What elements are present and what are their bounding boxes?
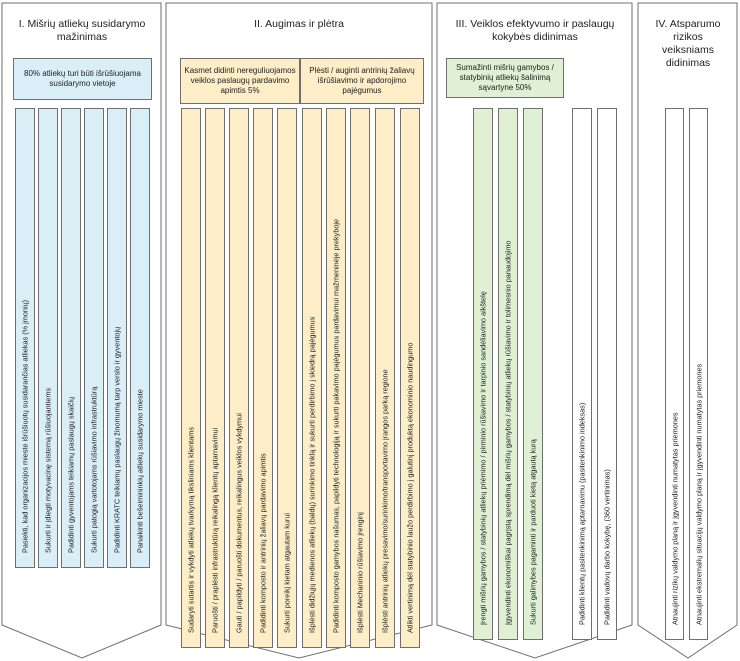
- task-text: Sudaryti sutartis ir vykdyti atliekų tva…: [186, 427, 196, 633]
- task-text: Padidinti komposto ir antrinių žaliavų p…: [258, 453, 268, 633]
- task-text: Gauti / papildyti / paruošti dokumentus,…: [234, 413, 244, 633]
- task-bar: Sukurti poreikį kietam atgautam kurui: [277, 108, 297, 648]
- task-bar: Padidinti komposto gamybos našumas, papi…: [326, 108, 346, 648]
- task-bar: Sukurti patogią vartotojams rūšiavimo in…: [84, 108, 104, 568]
- task-bar: Pasiekti, kad organizacijos mieste išrūš…: [15, 108, 35, 568]
- task-text: Padidinti gyventojams teikiamų paslaugų …: [66, 396, 76, 553]
- task-bar: Sukurti galimybes pagaminti ir parduoti …: [523, 108, 543, 640]
- task-text: Išplėsti Mechaninio rūšiavimo įrenginį: [355, 512, 365, 633]
- task-text: Atnaujinti ekstremalių situacijų valdymo…: [694, 363, 703, 625]
- task-bar: Panaikinti bešeimininkių atliekų susidar…: [130, 108, 150, 568]
- column-title-2: II. Augimas ir plėtra: [254, 18, 344, 30]
- task-bar: Išplėsti didžiųjų medienos atliekų (bald…: [302, 108, 322, 648]
- task-text: Sukurti poreikį kietam atgautam kurui: [282, 512, 292, 633]
- task-text: Atnaujinti rizikų valdymo planą ir įgyve…: [670, 412, 679, 625]
- task-bar: Sukurti ir įdiegti motyvacinę sistemą rū…: [38, 108, 58, 568]
- task-bar: Paruošti / praplėsti infrastruktūrą reik…: [205, 108, 225, 648]
- objective-box: Plėsti / auginti antrinių žaliavų išrūši…: [300, 58, 424, 104]
- column-title-4: IV. Atsparumo rizikos veiksniams didinim…: [655, 18, 721, 69]
- task-text: Paruošti / praplėsti infrastruktūrą reik…: [210, 427, 220, 633]
- task-bar: Padidinti klientų pasitenkinimą aptarnav…: [572, 108, 592, 640]
- task-bar: Išplėsti antrinių atliekų presavimo/suri…: [375, 108, 395, 648]
- task-text: Įrengti mišrių gamybos / statybinių atli…: [478, 291, 488, 625]
- task-bar: Padidinti gyventojams teikiamų paslaugų …: [61, 108, 81, 568]
- task-text: Sukurti galimybes pagaminti ir parduoti …: [528, 439, 538, 625]
- task-text: Padidinti komposto gamybos našumas, papi…: [331, 218, 341, 633]
- task-bar: Padidinti komposto ir antrinių žaliavų p…: [253, 108, 273, 648]
- objective-box: 80% atliekų turi būti išrūšiuojama susid…: [13, 58, 152, 100]
- task-bar: Atnaujinti rizikų valdymo planą ir įgyve…: [665, 108, 684, 640]
- task-text: Įgyvendinti ekonomiškai pagrįstą sprendi…: [503, 240, 513, 625]
- task-text: Atlikti vertinimą dėl statybinio laužo p…: [405, 342, 415, 633]
- task-text: Išplėsti antrinių atliekų presavimo/suri…: [380, 369, 390, 633]
- task-bar: Įgyvendinti ekonomiškai pagrįstą sprendi…: [498, 108, 518, 640]
- task-bar: Padidinti vadovų darbo kokybę, (360 vert…: [597, 108, 617, 640]
- task-text: Išplėsti didžiųjų medienos atliekų (bald…: [307, 316, 317, 633]
- task-bar: Gauti / papildyti / paruošti dokumentus,…: [229, 108, 249, 648]
- task-text: Sukurti ir įdiegti motyvacinę sistemą rū…: [43, 387, 53, 553]
- task-bar: Įrengti mišrių gamybos / statybinių atli…: [473, 108, 493, 640]
- objective-box: Sumažinti mišrių gamybos / statybinių at…: [446, 58, 564, 98]
- task-text: Padidinti klientų pasitenkinimą aptarnav…: [577, 402, 587, 625]
- task-bar: Išplėsti Mechaninio rūšiavimo įrenginį: [350, 108, 370, 648]
- task-text: Padidinti KRATC teikiamų paslaugų žinomu…: [112, 326, 122, 553]
- column-title-3: III. Veiklos efektyvumo ir paslaugų koky…: [455, 18, 615, 43]
- column-outline-4: [637, 2, 738, 659]
- task-bar: Atnaujinti ekstremalių situacijų valdymo…: [689, 108, 708, 640]
- task-bar: Sudaryti sutartis ir vykdyti atliekų tva…: [181, 108, 201, 648]
- task-bar: Atlikti vertinimą dėl statybinio laužo p…: [400, 108, 420, 648]
- task-bar: Padidinti KRATC teikiamų paslaugų žinomu…: [107, 108, 127, 568]
- column-title-1: I. Mišrių atliekų susidarymo mažinimas: [18, 18, 146, 43]
- objective-box: Kasmet didinti nereguliuojamos veiklos p…: [180, 58, 300, 104]
- task-text: Panaikinti bešeimininkių atliekų susidar…: [135, 389, 145, 553]
- task-text: Sukurti patogią vartotojams rūšiavimo in…: [89, 386, 99, 553]
- task-text: Pasiekti, kad organizacijos mieste išrūš…: [20, 299, 30, 553]
- task-text: Padidinti vadovų darbo kokybę, (360 vert…: [602, 469, 612, 625]
